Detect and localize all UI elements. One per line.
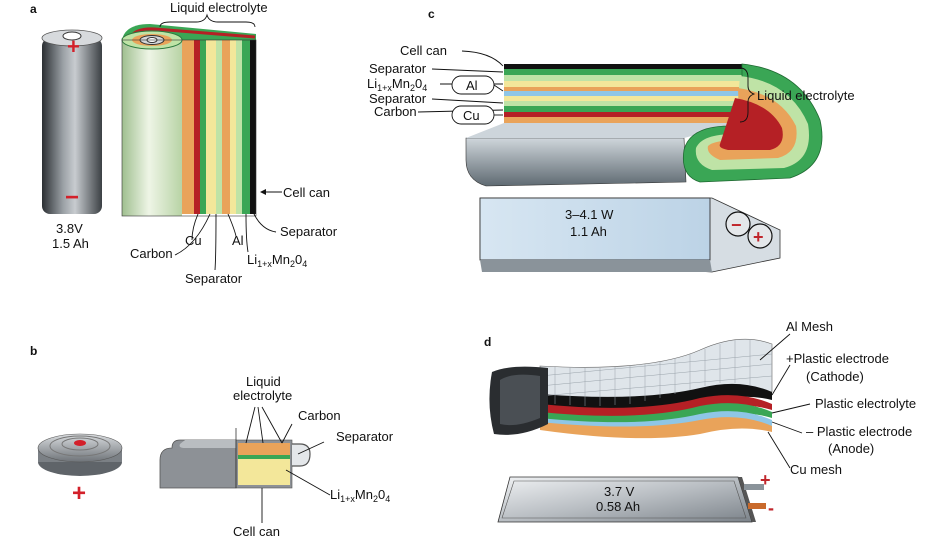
- c-liquid-electrolyte-label: Liquid electrolyte: [757, 88, 855, 103]
- liquid-electrolyte-brace: [159, 13, 256, 28]
- d-plastic-electrode-pos-label: +Plastic electrode: [786, 351, 889, 366]
- a-carbon-label: Carbon: [130, 246, 173, 261]
- c-minus-terminal: −: [731, 215, 742, 235]
- b-separator-leader: [297, 441, 325, 455]
- b-liquid-leader-2: [257, 406, 264, 444]
- b-liquid-label: Liquid: [246, 374, 281, 389]
- a-cell-can-arrow: [260, 189, 266, 195]
- a-separator-bottom-label: Separator: [185, 271, 243, 286]
- d-cathode-leader: [771, 364, 791, 396]
- c-cell-can-label: Cell can: [400, 43, 447, 58]
- aa-capacity: 1.5 Ah: [52, 236, 89, 251]
- b-carbon-leader: [281, 423, 293, 444]
- a-liquid-electrolyte-label: Liquid electrolyte: [170, 0, 268, 15]
- a-cu-label: Cu: [185, 233, 202, 248]
- c-separator1-label: Separator: [369, 61, 427, 76]
- b-separator-label: Separator: [336, 429, 394, 444]
- a-cathode-formula: Li1+xMn204: [247, 252, 307, 269]
- aa-voltage: 3.8V: [56, 221, 83, 236]
- b-cathode-formula: Li1+xMn204: [330, 487, 390, 504]
- panel-a-label: a: [30, 2, 37, 16]
- c-carbon-label: Carbon: [374, 104, 417, 119]
- c-cell-package: [479, 197, 781, 273]
- d-cathode-label: (Cathode): [806, 369, 864, 384]
- d-cu-mesh-leader: [767, 431, 791, 469]
- d-cu-mesh-label: Cu mesh: [790, 462, 842, 477]
- d-capacity-label: 0.58 Ah: [596, 499, 640, 514]
- b-liquid-leader-1: [245, 406, 256, 444]
- c-cell-can-leader: [461, 50, 504, 67]
- d-plus-terminal: +: [760, 470, 771, 490]
- aa-plus-sign: +: [67, 34, 80, 59]
- c-capacity-label: 1.1 Ah: [570, 224, 607, 239]
- panel-d-label: d: [484, 335, 491, 349]
- d-anode-leader: [771, 421, 803, 434]
- a-cu-leader: [191, 213, 199, 241]
- d-plastic-electrode-neg-label: – Plastic electrode: [806, 424, 912, 439]
- c-plus-terminal: +: [753, 227, 764, 247]
- rolled-cell: [121, 24, 257, 217]
- d-al-mesh-leader: [759, 333, 791, 361]
- d-al-mesh-label: Al Mesh: [786, 319, 833, 334]
- pouch-cell: [497, 476, 766, 523]
- prismatic-cell-layers: [465, 63, 823, 187]
- d-plastic-electrolyte-label: Plastic electrolyte: [815, 396, 916, 411]
- d-minus-terminal: -: [768, 498, 774, 518]
- a-cell-can-label: Cell can: [283, 185, 330, 200]
- coin-cell-cross-section: [159, 428, 311, 489]
- b-cell-can-label: Cell can: [233, 524, 280, 539]
- d-voltage-label: 3.7 V: [604, 484, 635, 499]
- c-separator2-leader: [431, 98, 504, 104]
- panel-b-label: b: [30, 344, 37, 358]
- b-carbon-label: Carbon: [298, 408, 341, 423]
- c-power-label: 3–4.1 W: [565, 207, 614, 222]
- c-al-leader: [493, 84, 504, 92]
- panel-c-label: c: [428, 7, 435, 21]
- c-cathode-formula: Li1+xMn204: [367, 76, 427, 93]
- a-al-label: Al: [232, 233, 244, 248]
- c-left-labels: Cell can Separator Li1+xMn204 Al Separat…: [367, 43, 504, 125]
- a-separator-right-leader: [253, 213, 277, 233]
- coin-cell: [37, 433, 123, 476]
- a-carbon-leader: [174, 213, 211, 256]
- b-cathode-leader: [285, 469, 331, 496]
- aa-battery: + −: [41, 29, 103, 214]
- a-cathode-leader: [245, 213, 249, 253]
- d-electrolyte-leader: [771, 403, 811, 414]
- coin-plus-sign: +: [72, 480, 86, 507]
- aa-minus-sign: −: [65, 184, 79, 211]
- a-separator-right-label: Separator: [280, 224, 338, 239]
- a-al-leader: [227, 213, 237, 237]
- c-cu-label: Cu: [463, 108, 480, 123]
- c-electrolyte-brace: [739, 67, 756, 123]
- plastic-cell-layers: [489, 338, 773, 439]
- a-separator-leader: [214, 213, 217, 271]
- b-liquid-leader-3: [261, 406, 283, 444]
- c-separator1-leader: [431, 68, 504, 73]
- c-separator2-label: Separator: [369, 91, 427, 106]
- d-anode-label: (Anode): [828, 441, 874, 456]
- b-electrolyte-label: electrolyte: [233, 388, 292, 403]
- c-al-label: Al: [466, 78, 478, 93]
